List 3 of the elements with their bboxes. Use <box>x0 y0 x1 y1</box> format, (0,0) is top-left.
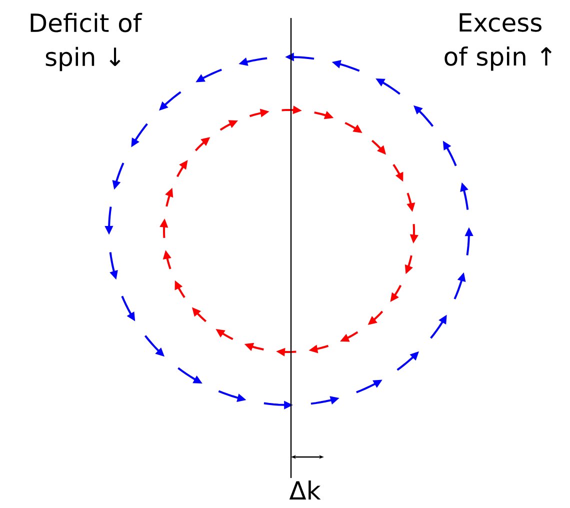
label-text: Deficit of spin ↓ <box>30 12 142 72</box>
label-text: Excess of spin ↑ <box>444 13 552 71</box>
label-text: Δk <box>289 480 321 500</box>
